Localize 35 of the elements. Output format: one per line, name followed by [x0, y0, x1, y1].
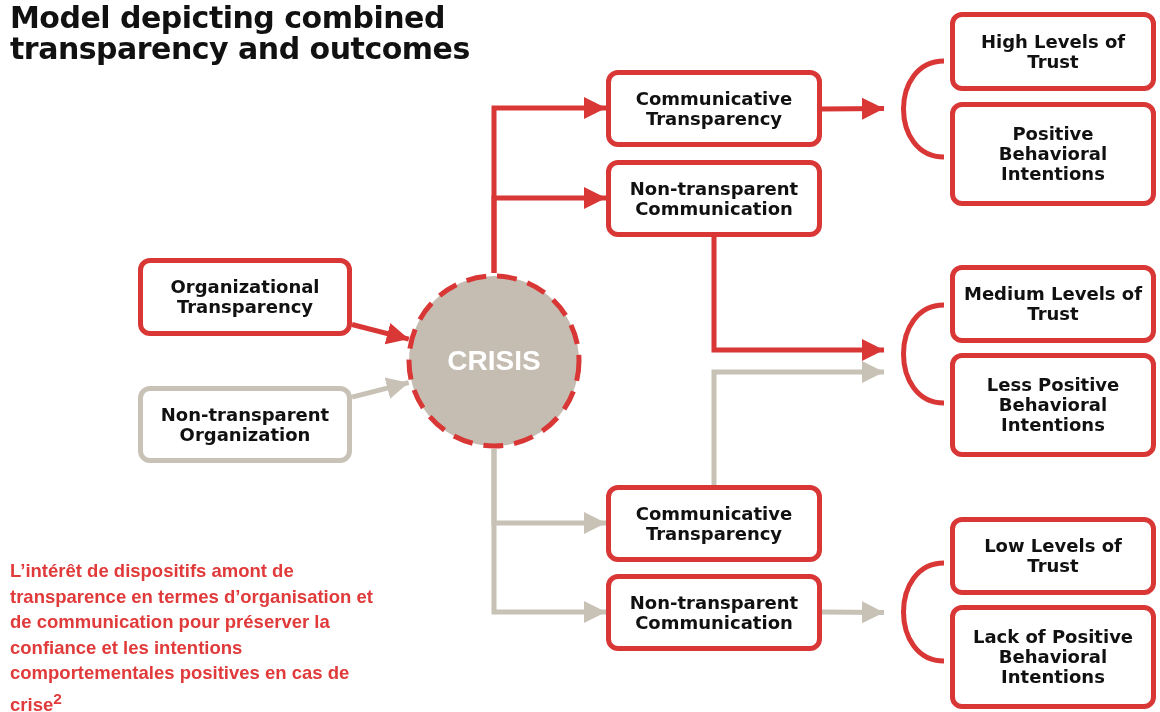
- arrow: [711, 237, 884, 361]
- box-label: Low Levels of Trust: [983, 536, 1123, 576]
- arrow: [491, 449, 606, 623]
- rounded-box: [950, 353, 1156, 457]
- rounded-box: [950, 102, 1156, 206]
- box-label: Non-transparent Communication: [628, 592, 800, 633]
- box-label: Less Positive Behavioral Intentions: [985, 375, 1121, 435]
- box-label: Positive Behavioral Intentions: [997, 124, 1109, 184]
- caption: L’intérêt de dispositifs amont de transparence en termes d’organisation et de communication pour préserver la confiance et les intentions comportementales positives en cas de crise$^{2}$: [10, 559, 374, 712]
- rounded-box: [950, 265, 1156, 343]
- arrow: [491, 187, 606, 273]
- arrow: [351, 322, 410, 345]
- rounded-box: [606, 485, 822, 562]
- rounded-box: [606, 70, 822, 147]
- rounded-box: [950, 517, 1156, 595]
- box-label: Communicative Transparency: [634, 503, 794, 544]
- rounded-box: [950, 605, 1156, 709]
- box-label: High Levels of Trust: [979, 31, 1127, 72]
- arrow: [711, 361, 884, 485]
- box-label: Lack of Positive Behavioral Intentions: [971, 627, 1135, 687]
- diagram-title: Model depicting combined transparency and outcomes: [10, 2, 471, 64]
- rounded-box: [606, 574, 822, 651]
- box-label: Non-transparent Organization: [159, 404, 331, 445]
- box-label: Non-transparent Communication: [628, 178, 800, 219]
- rounded-box: [138, 258, 352, 336]
- box-label: Organizational Transparency: [169, 277, 321, 317]
- rounded-box: [950, 12, 1156, 91]
- circle-label: CRISIS: [447, 345, 541, 377]
- rounded-box: [138, 386, 352, 463]
- arrow: [351, 377, 410, 400]
- rounded-box: [606, 160, 822, 237]
- box-label: Medium Levels of Trust: [963, 284, 1144, 324]
- box-label: Communicative Transparency: [634, 88, 794, 129]
- arrow: [822, 601, 884, 624]
- arrow: [822, 97, 884, 120]
